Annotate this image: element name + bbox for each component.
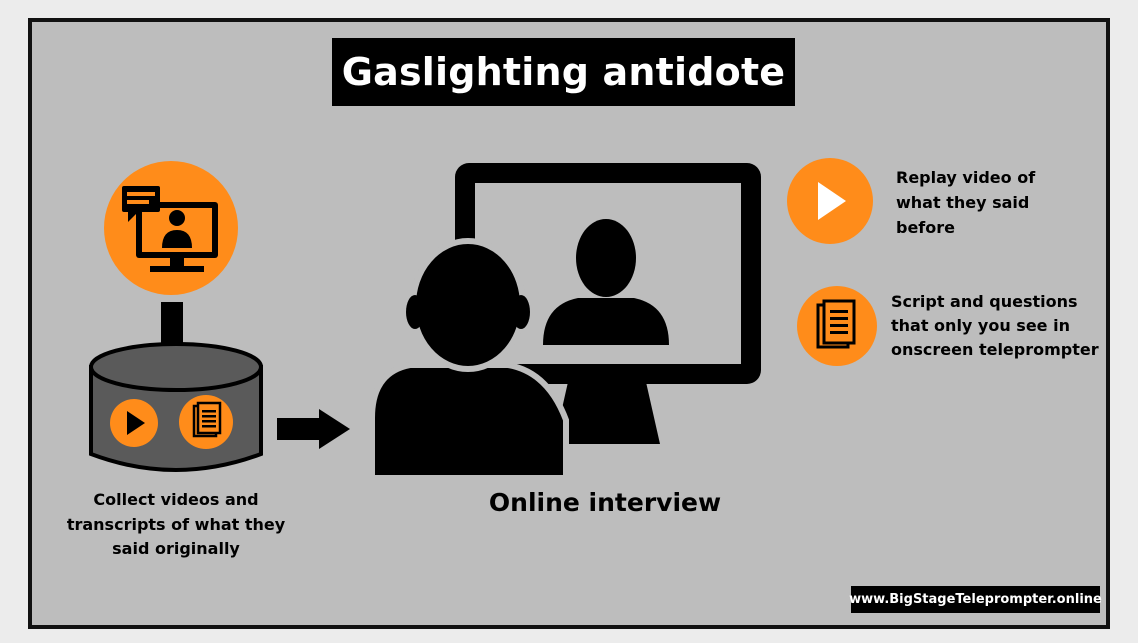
collect-line: Collect videos and [93, 490, 259, 509]
computer-user-icon [104, 161, 238, 295]
replay-play-icon [787, 158, 873, 244]
replay-line: what they said [896, 193, 1030, 212]
play-icon [110, 399, 158, 447]
replay-line: before [896, 218, 955, 237]
script-line: that only you see in [891, 316, 1070, 335]
script-label: Script and questions that only you see i… [891, 290, 1099, 362]
script-document-icon [797, 286, 877, 366]
collect-line: said originally [112, 539, 240, 558]
collect-label: Collect videos and transcripts of what t… [60, 488, 292, 562]
collect-line: transcripts of what they [66, 514, 286, 534]
website-url[interactable]: www.BigStageTeleprompter.online [849, 586, 1102, 613]
right-arrow-icon [277, 409, 350, 449]
remote-person-icon [543, 219, 669, 345]
diagram-title: Gaslighting antidote [332, 38, 795, 106]
interview-label: Online interview [488, 488, 722, 517]
replay-label: Replay video of what they said before [896, 165, 1035, 240]
person-silhouette-icon [369, 238, 569, 481]
replay-line: Replay video of [896, 168, 1036, 187]
document-icon [179, 395, 233, 449]
script-line: onscreen teleprompter [891, 340, 1099, 359]
script-line: Script and questions [891, 292, 1078, 311]
